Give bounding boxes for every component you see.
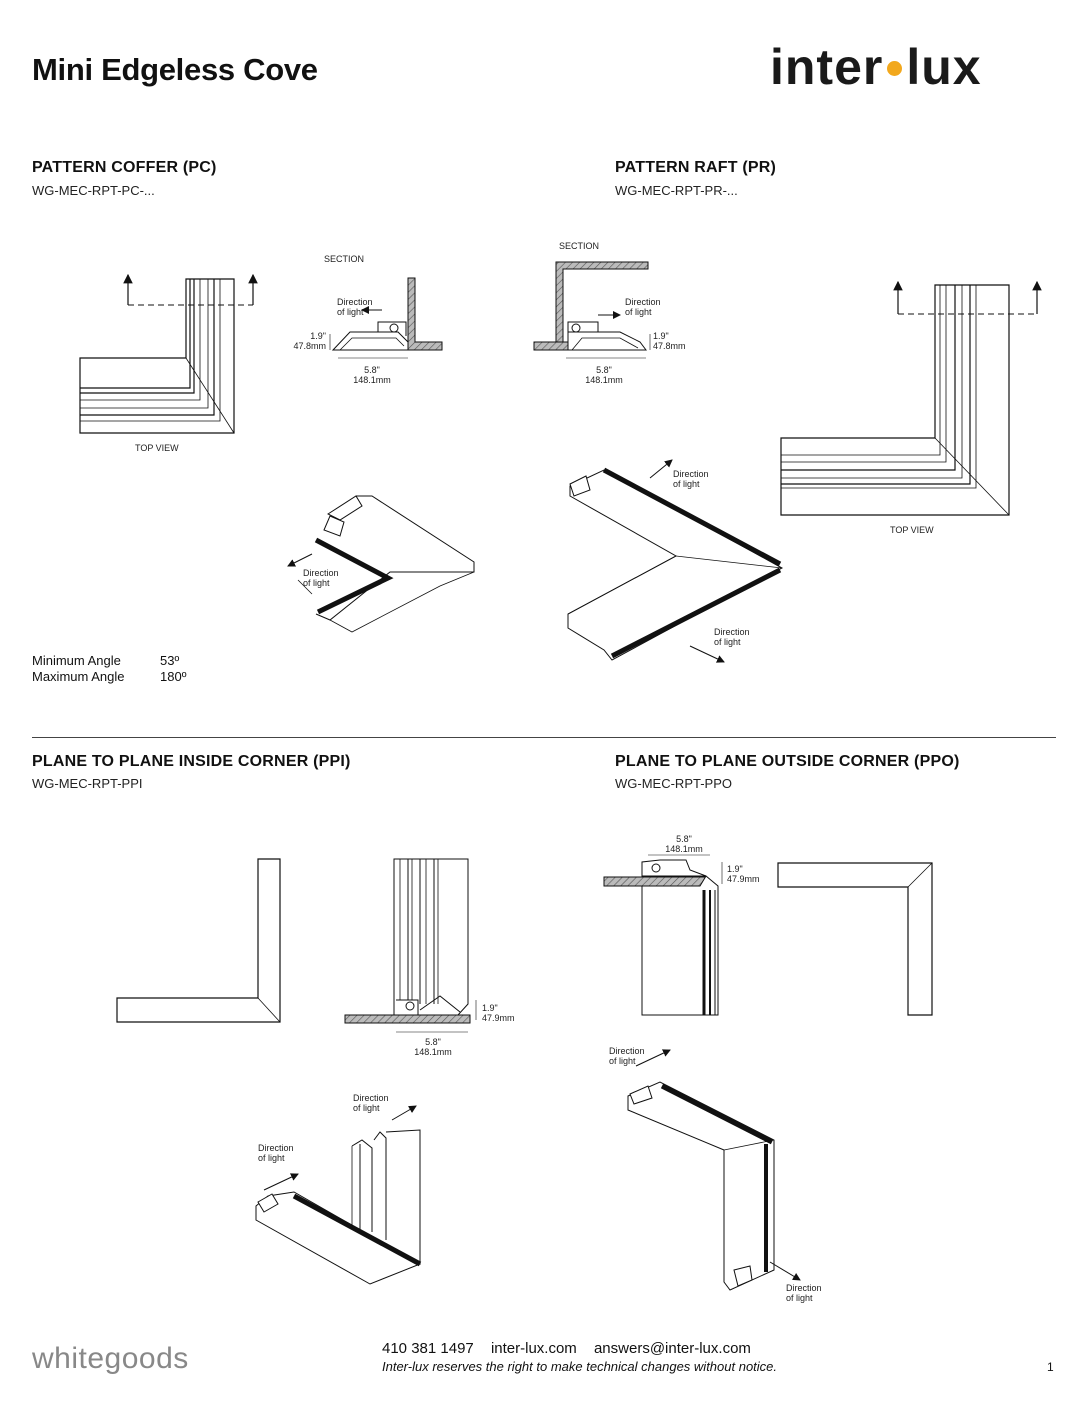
page-number: 1 bbox=[1047, 1360, 1054, 1374]
min-angle-value: 53º bbox=[160, 653, 180, 668]
direction-text: Direction bbox=[714, 627, 750, 637]
ppi-width-dimension: 5.8"148.1mm bbox=[411, 1037, 455, 1057]
height-in: 1.9" bbox=[482, 1003, 498, 1013]
width-in: 5.8" bbox=[596, 365, 612, 375]
pc-section-label: SECTION bbox=[324, 254, 365, 264]
whitegoods-logo: whitegoods bbox=[32, 1342, 189, 1375]
ppo-height-dimension: 1.9"47.9mm bbox=[727, 864, 760, 884]
pr-section-label: SECTION bbox=[559, 241, 600, 251]
width-mm: 148.1mm bbox=[353, 375, 391, 385]
ppo-width-dimension: 5.8"148.1mm bbox=[662, 834, 706, 854]
section-divider bbox=[32, 737, 1056, 738]
direction-text: Direction bbox=[673, 469, 709, 479]
height-in: 1.9" bbox=[310, 331, 326, 341]
ppo-section-drawing bbox=[603, 854, 723, 1016]
logo-dot-icon bbox=[887, 61, 903, 77]
logo-text-right: lux bbox=[906, 39, 982, 95]
max-angle-label: Maximum Angle bbox=[32, 669, 125, 684]
ppi-code: WG-MEC-RPT-PPI bbox=[32, 776, 143, 791]
height-in: 1.9" bbox=[727, 864, 743, 874]
direction-text: Direction bbox=[609, 1046, 645, 1056]
of-light-text: of light bbox=[303, 578, 330, 588]
phone-number: 410 381 1497 bbox=[382, 1340, 474, 1357]
pr-code: WG-MEC-RPT-PR-... bbox=[615, 183, 738, 198]
pc-iso-drawing bbox=[287, 495, 475, 633]
direction-text: Direction bbox=[337, 297, 373, 307]
pr-top-view-drawing bbox=[780, 280, 1042, 516]
pr-width-dimension: 5.8"148.1mm bbox=[582, 365, 626, 385]
height-mm: 47.9mm bbox=[727, 874, 760, 884]
ppo-code: WG-MEC-RPT-PPO bbox=[615, 776, 732, 791]
width-mm: 148.1mm bbox=[585, 375, 623, 385]
pc-top-view-drawing bbox=[79, 273, 258, 434]
width-in: 5.8" bbox=[364, 365, 380, 375]
of-light-text: of light bbox=[258, 1153, 285, 1163]
direction-text: Direction bbox=[625, 297, 661, 307]
ppo-iso-drawing bbox=[627, 1049, 801, 1291]
of-light-text: of light bbox=[609, 1056, 636, 1066]
ppo-front-drawing bbox=[777, 862, 933, 1016]
ppi-front-drawing bbox=[116, 858, 281, 1023]
pc-top-view-label: TOP VIEW bbox=[135, 443, 179, 453]
disclaimer-text: Inter-lux reserves the right to make tec… bbox=[382, 1359, 778, 1374]
direction-text: Direction bbox=[258, 1143, 294, 1153]
interlux-logo: inter lux bbox=[770, 38, 982, 96]
direction-text: Direction bbox=[786, 1283, 822, 1293]
pr-height-dimension: 1.9"47.8mm bbox=[653, 331, 686, 351]
pr-iso-drawing bbox=[567, 459, 784, 663]
height-mm: 47.8mm bbox=[293, 341, 326, 351]
page-title: Mini Edgeless Cove bbox=[32, 52, 318, 87]
width-in: 5.8" bbox=[425, 1037, 441, 1047]
direction-text: Direction bbox=[353, 1093, 389, 1103]
max-angle-value: 180º bbox=[160, 669, 187, 684]
pc-width-dimension: 5.8"148.1mm bbox=[350, 365, 394, 385]
direction-text: Direction bbox=[303, 568, 339, 578]
of-light-text: of light bbox=[673, 479, 700, 489]
of-light-text: of light bbox=[714, 637, 741, 647]
of-light-text: of light bbox=[625, 307, 652, 317]
ppi-section-drawing bbox=[344, 858, 477, 1033]
ppo-title: PLANE TO PLANE OUTSIDE CORNER (PPO) bbox=[615, 753, 960, 770]
width-in: 5.8" bbox=[676, 834, 692, 844]
pc-code: WG-MEC-RPT-PC-... bbox=[32, 183, 155, 198]
ppi-height-dimension: 1.9"47.9mm bbox=[482, 1003, 515, 1023]
email-link[interactable]: answers@inter-lux.com bbox=[593, 1340, 751, 1357]
of-light-text: of light bbox=[337, 307, 364, 317]
height-mm: 47.8mm bbox=[653, 341, 686, 351]
pr-section-drawing bbox=[533, 261, 651, 359]
pc-height-dimension: 1.9"47.8mm bbox=[292, 331, 326, 351]
pr-title: PATTERN RAFT (PR) bbox=[615, 159, 777, 176]
website-link[interactable]: inter-lux.com bbox=[490, 1340, 577, 1357]
ppi-title: PLANE TO PLANE INSIDE CORNER (PPI) bbox=[32, 753, 351, 770]
of-light-text: of light bbox=[353, 1103, 380, 1113]
pc-section-drawing bbox=[329, 277, 443, 359]
contact-line: 410 381 1497 inter-lux.com answers@inter… bbox=[382, 1340, 764, 1357]
width-mm: 148.1mm bbox=[665, 844, 703, 854]
width-mm: 148.1mm bbox=[414, 1047, 452, 1057]
pr-top-view-label: TOP VIEW bbox=[890, 525, 934, 535]
min-angle-label: Minimum Angle bbox=[32, 653, 121, 668]
pc-title: PATTERN COFFER (PC) bbox=[32, 159, 217, 176]
ppi-iso-drawing bbox=[255, 1105, 422, 1285]
height-mm: 47.9mm bbox=[482, 1013, 515, 1023]
height-in: 1.9" bbox=[653, 331, 669, 341]
of-light-text: of light bbox=[786, 1293, 813, 1303]
logo-text-left: inter bbox=[770, 39, 884, 95]
